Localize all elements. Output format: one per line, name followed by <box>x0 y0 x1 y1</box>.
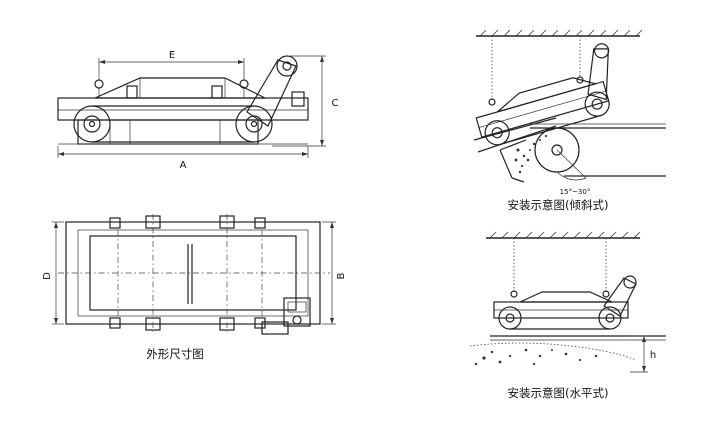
inclination-angle-label: 15°~30° <box>560 188 591 196</box>
dimension-h-label: h <box>650 350 656 361</box>
inclined-installation-view: 15°~30° 安装示意图(倾斜式) <box>473 29 666 212</box>
dimension-e-label: E <box>169 50 175 61</box>
top-view: D B 外形尺寸图 <box>42 214 347 361</box>
dimension-a-label: A <box>180 160 187 171</box>
dimension-c-label: C <box>332 98 339 109</box>
dimension-b-label: B <box>336 272 347 279</box>
front-view: E A C <box>57 50 339 171</box>
horizontal-installation-caption: 安装示意图(水平式) <box>508 386 609 400</box>
dimension-d-label: D <box>42 272 53 280</box>
inclined-installation-caption: 安装示意图(倾斜式) <box>508 198 609 212</box>
outline-dimension-caption: 外形尺寸图 <box>146 347 204 361</box>
horizontal-installation-view: h 安装示意图(水平式) <box>469 231 666 400</box>
